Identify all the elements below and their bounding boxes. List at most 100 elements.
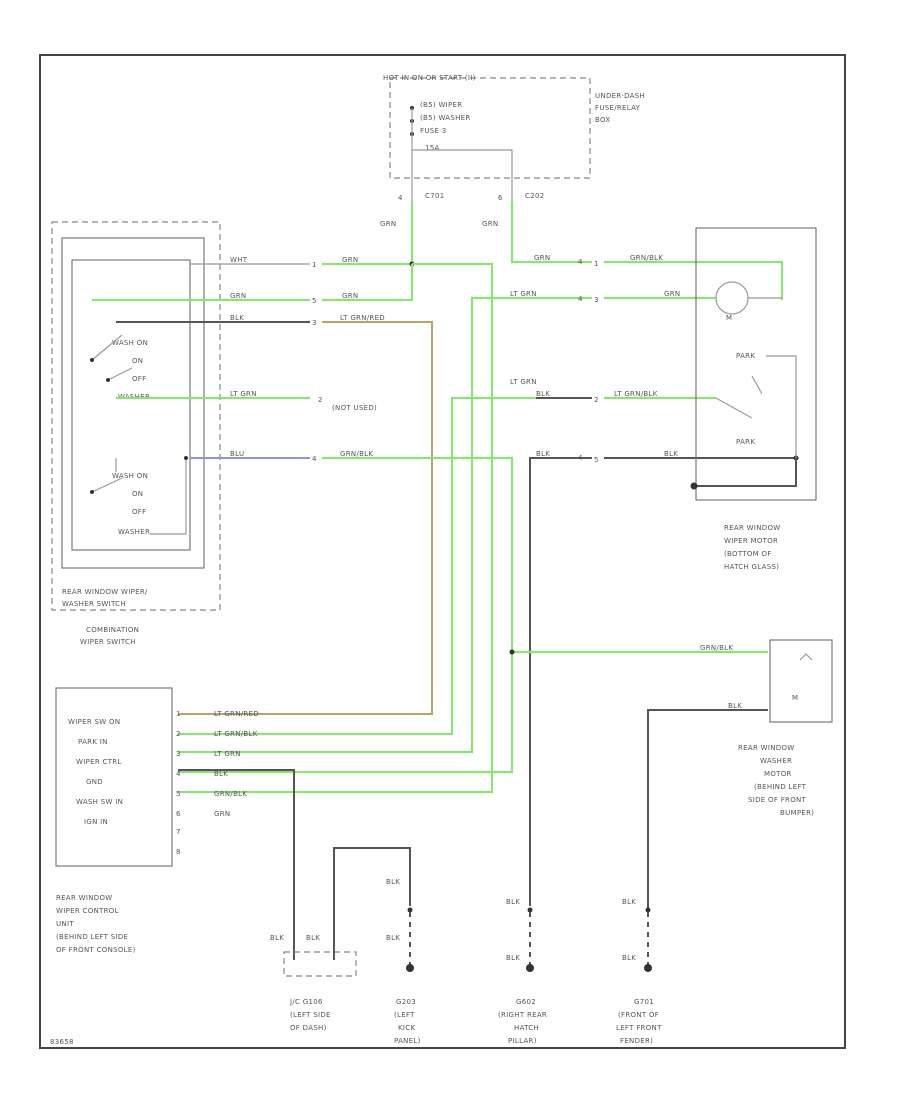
wire-blu-label: BLU [230, 450, 244, 458]
wire-ltgrnblk-motor-label: LT GRN/BLK [614, 390, 658, 398]
pin-w-1: 1 [312, 261, 317, 269]
conn-right: C202 [525, 192, 544, 200]
cu-name-1: REAR WINDOW [56, 894, 113, 902]
motor-name-3: (BOTTOM OF [724, 550, 772, 558]
motor-symbol [715, 281, 749, 315]
switch-name-2: WASHER SWITCH [62, 600, 126, 608]
fuse-line-1: (B5) WIPER [420, 101, 462, 109]
wire-grnblk-switch-label: GRN/BLK [340, 450, 373, 458]
washer-name-4: (BEHIND LEFT [754, 783, 807, 791]
wire-blk-gnd [178, 769, 295, 960]
pin-w-5: 5 [312, 297, 317, 305]
wire-grnblk-switch [178, 456, 514, 774]
switch2-blades [91, 458, 187, 535]
wire-ltgrn-ctrl [178, 296, 592, 754]
g602-label-top: BLK [506, 898, 520, 906]
switch1-pivot-1 [90, 358, 94, 362]
pin-right: 6 [498, 194, 503, 202]
combo-name-1: COMBINATION [86, 626, 139, 634]
g106-label-1: BLK [270, 934, 284, 942]
wire-grn-motor-feed [510, 200, 592, 264]
g3-line-4: PILLAR) [508, 1037, 537, 1045]
wire-blk-hatch [529, 457, 592, 906]
wiper-motor-box [695, 227, 817, 501]
pin-m-3: 3 [594, 296, 599, 304]
pin-m-2: 2 [594, 396, 599, 404]
g602-splice [527, 907, 533, 913]
switch2-wash-on: WASH ON [112, 472, 148, 480]
g3-line-1: G602 [516, 998, 536, 1006]
fuse-box-name-3: BOX [595, 116, 610, 124]
cu-terminal-5: WASH SW IN [76, 798, 123, 806]
washer-name-5: SIDE OF FRONT [748, 796, 807, 804]
g203-ground [406, 964, 414, 972]
cu-wire-1-label: LT GRN/RED [214, 710, 259, 718]
switch2-on: ON [132, 490, 143, 498]
g4-line-4: FENDER) [620, 1037, 653, 1045]
switch-name-1: REAR WINDOW WIPER/ [62, 588, 148, 596]
wire-ltgrnblk-park [178, 396, 536, 736]
switch-contacts-box [71, 259, 191, 551]
wire-grnblk-motor-feed-label: GRN/BLK [630, 254, 663, 262]
cu-pin-4: 4 [176, 770, 181, 778]
wire-wht-label: WHT [230, 256, 248, 264]
control-unit-box [55, 687, 173, 867]
g602-ground [526, 964, 534, 972]
fuse-feed-right [412, 149, 513, 200]
motor-name-4: HATCH GLASS) [724, 563, 779, 571]
g3-line-3: HATCH [514, 1024, 539, 1032]
switch1-on: ON [132, 357, 143, 365]
g4-line-2: (FRONT OF [618, 1011, 659, 1019]
wire-grn-top-2 [322, 264, 414, 302]
fuse-box-name-2: FUSE/RELAY [595, 104, 641, 112]
figure-id: 83658 [50, 1038, 74, 1046]
diagram-frame [39, 54, 846, 1049]
wire-ltgrn-red-label: LT GRN/RED [340, 314, 385, 322]
wire-blk-hatch-label: BLK [536, 450, 550, 458]
cu-terminal-6: IGN IN [84, 818, 108, 826]
wire-ltgrn-red [178, 321, 433, 715]
motor-name-2: WIPER MOTOR [724, 537, 778, 545]
fuse-line-4: 15A [425, 144, 440, 152]
g1-line-2: (LEFT SIDE [290, 1011, 331, 1019]
cu-name-5: OF FRONT CONSOLE) [56, 946, 136, 954]
park-switch [715, 355, 797, 458]
cu-pin-6: 6 [176, 810, 181, 818]
g1-line-1: J/C G106 [289, 998, 323, 1006]
g1-line-3: OF DASH) [290, 1024, 327, 1032]
motor-m-label: M [726, 314, 732, 322]
hot-label: HOT IN ON OR START (II) [383, 74, 476, 82]
pin-m-4c: 4 [578, 454, 583, 462]
wire-blk-washer [647, 709, 768, 908]
wire-grn-ign [178, 262, 494, 794]
cu-wire-6-label: GRN [214, 810, 230, 818]
cu-wire-4-label: BLK [214, 770, 228, 778]
park-label-2: PARK [736, 438, 755, 446]
fuse-line-3: FUSE 3 [420, 127, 447, 135]
wire-ltgrn-ctrl-label: LT GRN [510, 290, 537, 298]
cu-wire-2-label: LT GRN/BLK [214, 730, 258, 738]
g2-line-3: KICK [398, 1024, 415, 1032]
cu-pin-7: 7 [176, 828, 181, 836]
wire-grnblk-motor-feed [604, 260, 784, 300]
g203-label-bot: BLK [386, 934, 400, 942]
switch2-node [184, 456, 188, 460]
switch-inner-box [61, 237, 205, 569]
g602-label-bot: BLK [506, 954, 520, 962]
g106-label-2: BLK [306, 934, 320, 942]
pin-m-4a: 4 [578, 258, 583, 266]
cu-wire-5-label: GRN/BLK [214, 790, 247, 798]
wire-grnblk-washer-label: GRN/BLK [700, 644, 733, 652]
washer-symbol [799, 653, 813, 661]
ground-g106-box [283, 951, 357, 977]
washer-splice [509, 649, 515, 655]
motor-ground-wire [694, 458, 797, 487]
switch2-pivot [90, 490, 94, 494]
washer-name-3: MOTOR [764, 770, 792, 778]
park-label-1: PARK [736, 352, 755, 360]
cu-terminal-4: GND [86, 778, 103, 786]
motor-ground [690, 482, 698, 490]
g701-splice [645, 907, 651, 913]
pin-2-notused: 2 [318, 396, 323, 404]
